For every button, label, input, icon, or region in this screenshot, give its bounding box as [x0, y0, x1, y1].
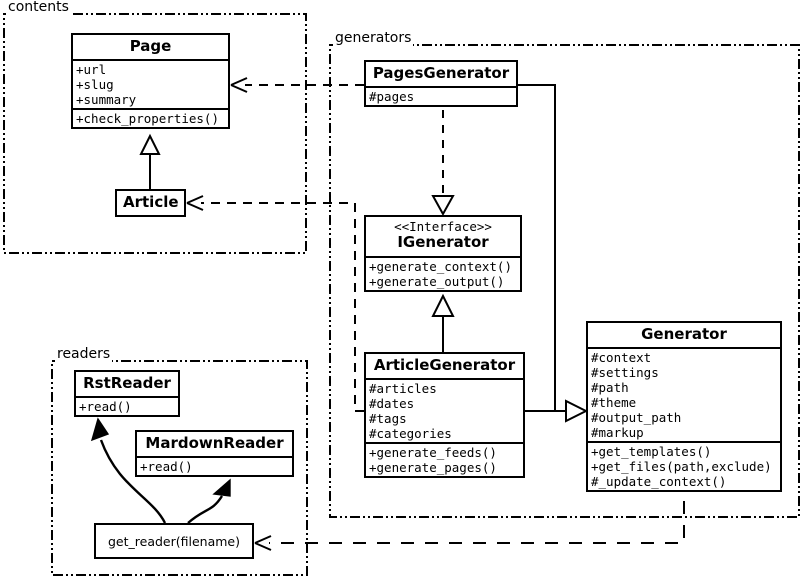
class-attributes-generator: #context #settings #path #theme #output_…	[588, 347, 780, 441]
package-label-generators: generators	[333, 30, 414, 46]
edge-article-inherits-page	[139, 133, 161, 189]
class-box-page[interactable]: Page +url +slug +summary +check_properti…	[71, 33, 230, 130]
method-item: #_update_context()	[591, 474, 727, 490]
attribute-item: #theme	[591, 395, 637, 411]
package-label-readers: readers	[55, 346, 113, 362]
class-name-article: Article	[123, 193, 179, 211]
attribute-item: #context	[591, 350, 652, 366]
function-box-get-reader[interactable]: get_reader(filename)	[94, 523, 254, 559]
method-item: +read()	[79, 399, 132, 415]
class-name-article-generator: ArticleGenerator	[373, 356, 516, 374]
attribute-item: #pages	[369, 89, 415, 105]
class-methods-page: +check_properties()	[73, 108, 228, 127]
class-name-generator: Generator	[641, 325, 727, 343]
class-methods-generator: +get_templates() +get_files(path,exclude…	[588, 441, 780, 490]
class-name-igenerator: <<Interface>> IGenerator	[366, 217, 520, 256]
class-methods-article-generator: +generate_feeds() +generate_pages()	[366, 442, 523, 476]
edge-generator-depends-get_reader	[254, 501, 685, 551]
edge-articlegenerator-inherits-generator	[525, 399, 589, 423]
class-box-mardown-reader[interactable]: MardownReader +read()	[135, 430, 294, 478]
class-name-page: Page	[129, 37, 172, 55]
method-item: +check_properties()	[76, 111, 219, 127]
edge-pagesgenerator-depends-page	[230, 77, 364, 93]
method-item: +generate_output()	[369, 273, 505, 289]
attribute-item: #settings	[591, 365, 659, 381]
attribute-item: #tags	[369, 411, 407, 427]
method-item: +get_templates()	[591, 444, 712, 460]
attribute-item: +slug	[76, 77, 114, 93]
method-item: +get_files(path,exclude)	[591, 459, 772, 475]
method-item: +read()	[140, 459, 193, 475]
class-box-article-generator[interactable]: ArticleGenerator #articles #dates #tags …	[364, 352, 525, 479]
method-item: +generate_pages()	[369, 460, 497, 476]
method-item: +generate_feeds()	[369, 445, 497, 461]
edge-articlegenerator-realizes-igenerator	[431, 293, 455, 352]
class-name-pages-generator: PagesGenerator	[372, 64, 510, 82]
class-box-generator[interactable]: Generator #context #settings #path #them…	[586, 321, 782, 493]
class-box-article[interactable]: Article	[115, 189, 186, 218]
class-attributes-page: +url +slug +summary	[73, 59, 228, 108]
edge-pagesgenerator-realizes-igenerator	[431, 110, 455, 217]
class-name-mardown-reader: MardownReader	[145, 434, 284, 452]
edge-pagesgenerator-inherits-generator	[518, 84, 566, 412]
attribute-item: #dates	[369, 396, 415, 412]
package-label-contents: contents	[6, 0, 71, 15]
attribute-item: #markup	[591, 425, 644, 441]
attribute-item: #output_path	[591, 410, 682, 426]
attribute-item: #categories	[369, 426, 452, 442]
class-attributes-pages-generator: #pages	[366, 86, 516, 105]
class-box-igenerator[interactable]: <<Interface>> IGenerator +generate_conte…	[364, 215, 522, 292]
attribute-item: +url	[76, 62, 107, 78]
class-box-rst-reader[interactable]: RstReader +read()	[74, 370, 180, 418]
attribute-item: #path	[591, 380, 629, 396]
class-methods-mardown-reader: +read()	[137, 456, 292, 475]
class-methods-rst-reader: +read()	[76, 396, 178, 415]
attribute-item: #articles	[369, 381, 437, 397]
class-attributes-article-generator: #articles #dates #tags #categories	[366, 378, 523, 442]
class-box-pages-generator[interactable]: PagesGenerator #pages	[364, 60, 518, 108]
method-item: +generate_context()	[369, 258, 512, 274]
attribute-item: +summary	[76, 92, 137, 108]
class-methods-igenerator: +generate_context() +generate_output()	[366, 255, 520, 290]
class-name-rst-reader: RstReader	[83, 374, 171, 392]
edge-get_reader-creates-mardownreader	[187, 478, 231, 524]
edge-articlegenerator-depends-article	[186, 195, 364, 412]
function-label-get-reader: get_reader(filename)	[108, 533, 240, 549]
interface-name-text: IGenerator	[397, 233, 489, 252]
stereotype-label: <<Interface>>	[394, 219, 492, 234]
